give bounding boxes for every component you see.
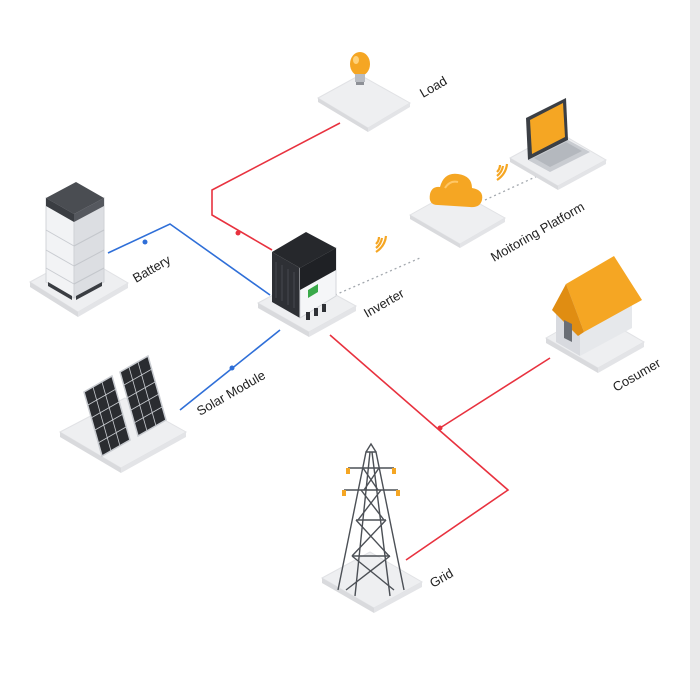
right-edge-bar: [690, 0, 700, 700]
platform-side: [78, 283, 128, 317]
platform-side: [309, 306, 356, 337]
load-node: Load: [316, 52, 450, 132]
transmission-tower-icon: [337, 442, 405, 597]
platform-side: [374, 582, 422, 613]
lightbulb-icon: [350, 52, 370, 85]
consumer-node: Cosumer: [544, 256, 664, 395]
solar-to-inverter-line: [179, 329, 281, 411]
laptop-icon: [526, 98, 590, 172]
inverter-to-platform-signal: [334, 257, 421, 296]
platform-side: [460, 218, 505, 248]
battery-label: Battery: [130, 252, 174, 286]
battery-to-inverter-line: [107, 223, 271, 296]
platform-side: [510, 158, 558, 190]
connections: [107, 122, 556, 561]
load-to-inverter-line: [211, 122, 341, 251]
insulator-markers: [342, 468, 400, 496]
wifi-signal-icon: [496, 163, 509, 181]
grid-node: Grid: [320, 442, 456, 613]
platform-side: [30, 282, 78, 317]
platform-side: [558, 160, 606, 190]
junction-dot: [229, 365, 235, 371]
inverter-icon: [272, 232, 337, 320]
solar-node: Solar Module: [58, 354, 268, 473]
load-label: Load: [417, 73, 450, 100]
inverter-to-grid-line: [329, 334, 510, 561]
wifi-signal-icon: [375, 235, 388, 253]
battery-node: Battery: [29, 182, 174, 317]
battery-icon: [45, 182, 105, 300]
platform-side: [121, 432, 186, 473]
cloud-icon: [429, 173, 483, 208]
platform-side: [598, 342, 644, 373]
inverter-node: Inverter: [256, 232, 407, 337]
platform-side: [318, 98, 368, 132]
junction-dot: [142, 239, 148, 245]
house-icon: [552, 256, 642, 356]
grid-label: Grid: [427, 565, 456, 590]
platform-side: [368, 103, 410, 132]
platform-side: [410, 215, 460, 248]
solar-panel-icon: [83, 354, 167, 458]
junction-dot: [235, 230, 241, 236]
platform-side: [258, 303, 309, 337]
platform-side: [60, 432, 121, 473]
monitoring-label: Moitoring Platform: [488, 199, 587, 265]
consumer-feed-line: [439, 357, 551, 429]
platform-side: [322, 578, 374, 613]
platform-side: [546, 338, 598, 373]
grid-platform: [320, 551, 424, 609]
inverter-label: Inverter: [361, 285, 407, 320]
junction-dot: [437, 425, 443, 431]
solar-label: Solar Module: [194, 367, 268, 418]
monitoring-node: Moitoring Platform: [408, 98, 608, 265]
